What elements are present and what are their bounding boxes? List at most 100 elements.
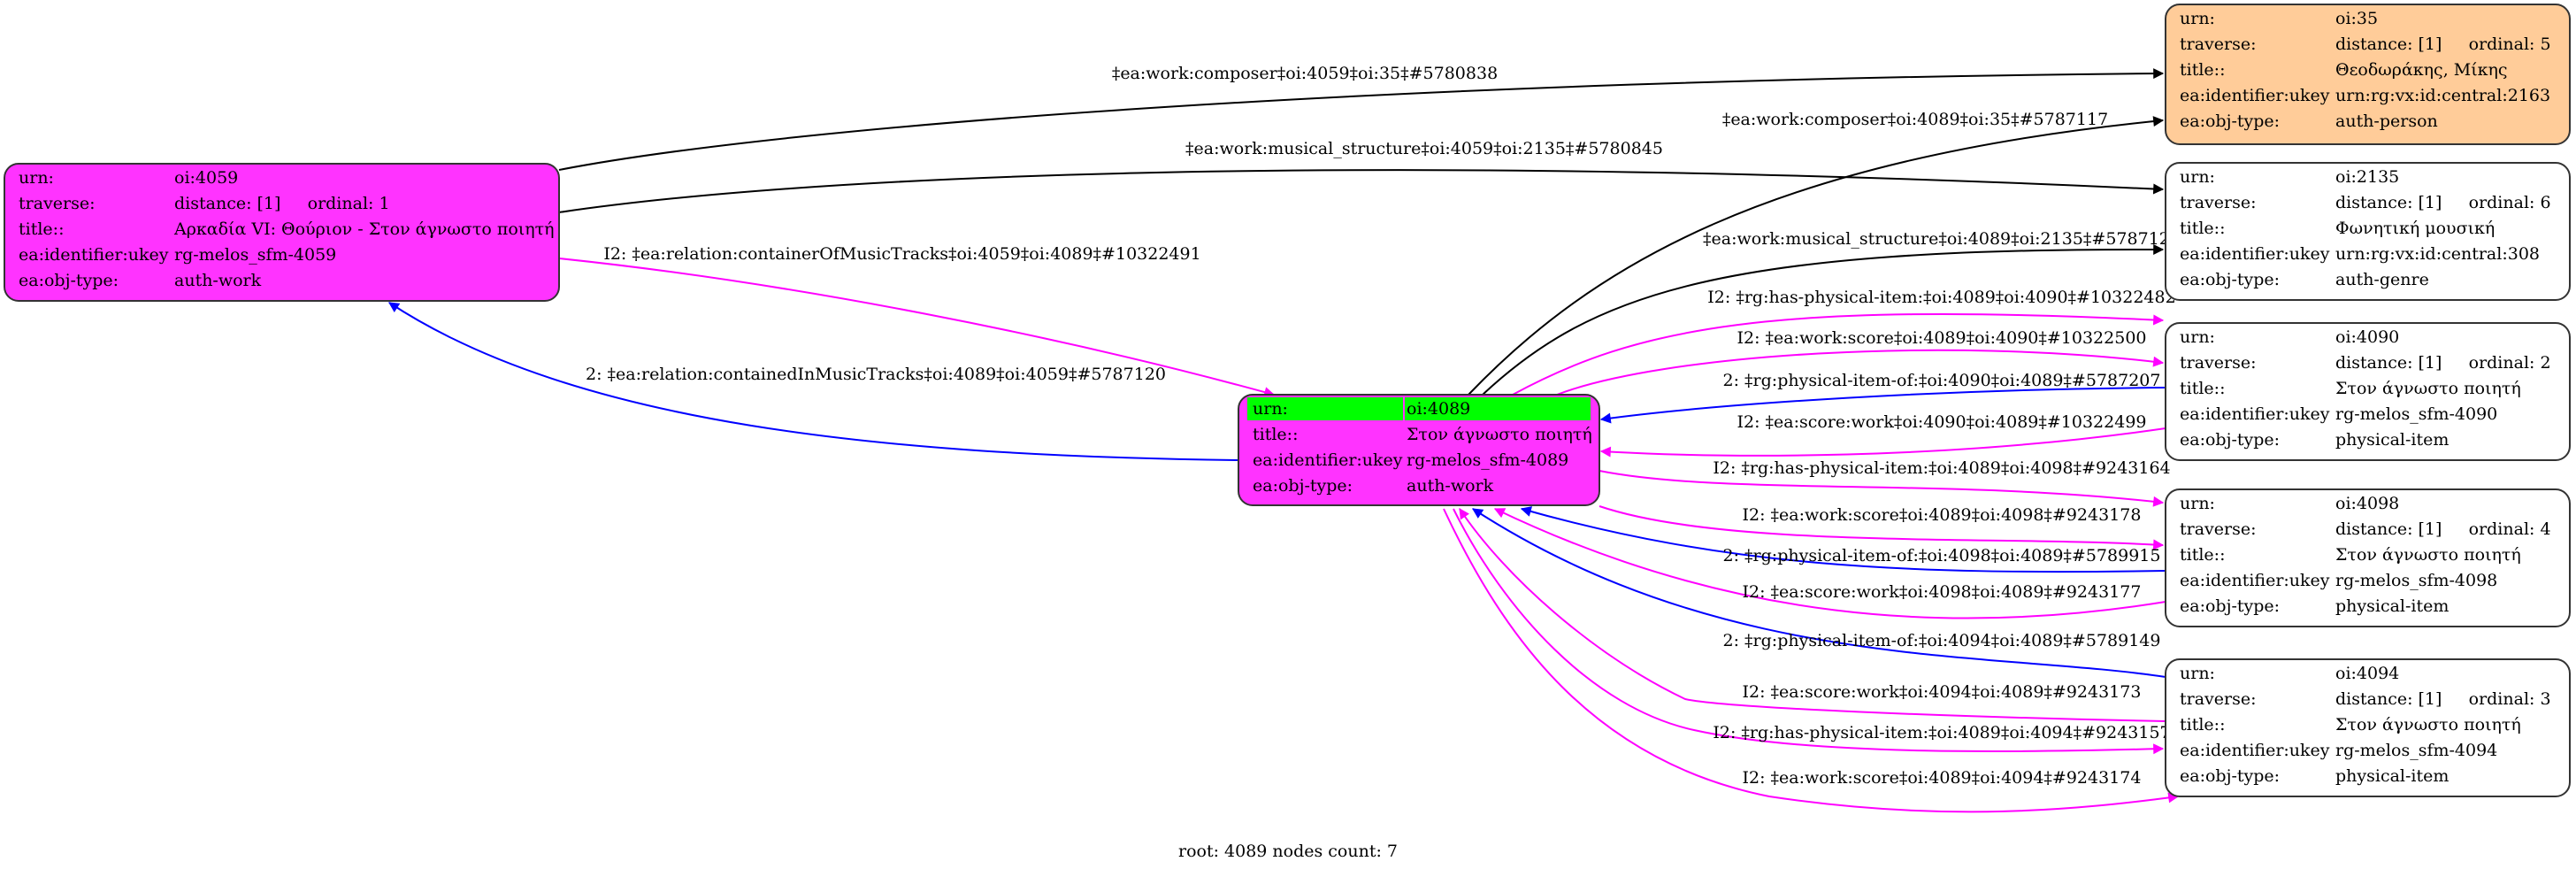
edge-4094-to-4089: 2: ‡rg:physical-item-of:‡oi:4094‡oi:4089…: [1471, 508, 2166, 678]
node-field-key: traverse:: [2180, 519, 2257, 539]
node-field-value: Στον άγνωστο ποιητή: [2335, 545, 2521, 565]
node-field-value: Στον άγνωστο ποιητή: [2335, 379, 2521, 398]
node-field-key: urn:: [2180, 167, 2215, 187]
graph-footer: root: 4089 nodes count: 7: [1178, 842, 1398, 861]
node-field-key: title::: [2180, 715, 2225, 734]
node-field-value: distance: [1] ordinal: 5: [2335, 35, 2551, 54]
edge-label: ‡ea:work:musical_structure‡oi:4089‡oi:21…: [1703, 229, 2181, 249]
node-field-key: title::: [2180, 219, 2225, 238]
edge-line: [1482, 243, 2165, 396]
node-field-key: ea:identifier:ukey: [2180, 741, 2330, 760]
node-field-value: oi:4059: [174, 168, 238, 188]
node-field-key: ea:obj-type:: [2180, 766, 2280, 786]
edge-line: [1453, 508, 2165, 755]
node-field-value: rg-melos_sfm-4059: [174, 245, 336, 265]
edge-label: I2: ‡ea:score:work‡oi:4094‡oi:4089‡#9243…: [1743, 682, 2142, 702]
node-field-value: oi:4094: [2335, 664, 2399, 683]
edge-4089-to-4094: I2: ‡ea:work:score‡oi:4089‡oi:4094‡#9243…: [1443, 508, 2180, 813]
node-field-key: traverse:: [2180, 689, 2257, 709]
edge-4089-to-4090: I2: ‡ea:work:score‡oi:4089‡oi:4090‡#1032…: [1556, 328, 2165, 396]
node-field-value: rg-melos_sfm-4090: [2335, 404, 2497, 424]
node-field-value: physical-item: [2335, 766, 2449, 786]
node-field-key: ea:obj-type:: [1253, 476, 1353, 496]
node-field-key: traverse:: [2180, 35, 2257, 54]
edge-4089-to-35: ‡ea:work:composer‡oi:4089‡oi:35‡#5787117: [1468, 110, 2165, 396]
node-field-key: title::: [1253, 425, 1298, 444]
node-field-key: title::: [19, 219, 64, 239]
edges-layer: ‡ea:work:composer‡oi:4059‡oi:35‡#5780838…: [387, 64, 2181, 813]
edge-line: [558, 169, 2165, 213]
node-field-key: ea:identifier:ukey: [2180, 86, 2330, 105]
node-field-value: oi:2135: [2335, 167, 2399, 187]
node-field-key: ea:obj-type:: [2180, 430, 2280, 450]
node-field-value: auth-person: [2335, 112, 2438, 131]
edge-label: I2: ‡rg:has-physical-item:‡oi:4089‡oi:40…: [1707, 288, 2175, 307]
edge-line: [1598, 470, 2165, 507]
edge-label: I2: ‡ea:work:score‡oi:4089‡oi:4094‡#9243…: [1743, 768, 2142, 788]
edge-line: [558, 68, 2165, 171]
node-field-value: rg-melos_sfm-4094: [2335, 741, 2497, 760]
node-field-value: urn:rg:vx:id:central:308: [2335, 244, 2540, 264]
edge-4059-to-4089: I2: ‡ea:relation:containerOfMusicTracks‡…: [558, 244, 1276, 397]
edge-line: [387, 302, 1239, 461]
edge-4089-to-4094: I2: ‡rg:has-physical-item:‡oi:4089‡oi:40…: [1453, 508, 2171, 755]
edge-4089-to-4059: 2: ‡ea:relation:containedInMusicTracks‡o…: [387, 302, 1239, 461]
node-box: [2165, 162, 2571, 301]
node-field-key: urn:: [2180, 664, 2215, 683]
node-field-key: ea:identifier:ukey: [2180, 404, 2330, 424]
edge-line: [1598, 505, 2165, 550]
edge-line: [1512, 312, 2165, 396]
edge-line: [1471, 508, 2166, 678]
node-box: [2165, 658, 2571, 797]
edge-4089-to-2135: ‡ea:work:musical_structure‡oi:4089‡oi:21…: [1482, 229, 2181, 396]
edge-4094-to-4089: I2: ‡ea:score:work‡oi:4094‡oi:4089‡#9243…: [1459, 508, 2166, 722]
node-field-value: distance: [1] ordinal: 2: [2335, 353, 2551, 373]
node-box: [2165, 488, 2571, 627]
edge-4089-to-4098: I2: ‡ea:work:score‡oi:4089‡oi:4098‡#9243…: [1598, 505, 2165, 550]
edge-label: I2: ‡rg:has-physical-item:‡oi:4089‡oi:40…: [1713, 723, 2170, 742]
node-field-key: ea:obj-type:: [2180, 270, 2280, 289]
node-field-key: ea:identifier:ukey: [2180, 571, 2330, 590]
edge-line: [1468, 116, 2165, 396]
node-field-key: title::: [2180, 379, 2225, 398]
node-field-key: ea:obj-type:: [19, 271, 119, 290]
edge-4090-to-4089: 2: ‡rg:physical-item-of:‡oi:4090‡oi:4089…: [1599, 371, 2166, 424]
node-field-value: Στον άγνωστο ποιητή: [1407, 425, 1592, 444]
edge-label: 2: ‡ea:relation:containedInMusicTracks‡o…: [586, 365, 1166, 384]
node-field-value: rg-melos_sfm-4089: [1407, 450, 1568, 470]
node-field-value: Στον άγνωστο ποιητή: [2335, 715, 2521, 734]
edge-line: [1459, 508, 2166, 722]
node-field-value: distance: [1] ordinal: 4: [2335, 519, 2551, 539]
edge-4090-to-4089: I2: ‡ea:score:work‡oi:4090‡oi:4089‡#1032…: [1599, 412, 2166, 458]
edge-label: I2: ‡ea:score:work‡oi:4090‡oi:4089‡#1032…: [1736, 412, 2146, 432]
node-field-value: oi:35: [2335, 9, 2378, 28]
node-box: [2165, 4, 2571, 145]
node-field-value: Αρκαδία VI: Θούριον - Στον άγνωστο ποιητ…: [173, 219, 555, 239]
edge-4089-to-4098: I2: ‡rg:has-physical-item:‡oi:4089‡oi:40…: [1598, 458, 2171, 507]
node-field-value: oi:4098: [2335, 494, 2399, 513]
node-oi-4094[interactable]: urn: oi:4094 traverse: distance: [1] ordina…: [2165, 658, 2571, 797]
node-box: [1238, 394, 1600, 506]
edge-line: [1599, 387, 2166, 424]
node-field-key: urn:: [19, 168, 54, 188]
node-field-value: auth-work: [174, 271, 262, 290]
node-field-key: ea:obj-type:: [2180, 596, 2280, 616]
node-field-key: ea:identifier:ukey: [19, 245, 169, 265]
edge-4098-to-4089: 2: ‡rg:physical-item-of:‡oi:4098‡oi:4089…: [1520, 506, 2166, 573]
node-field-value: urn:rg:vx:id:central:2163: [2335, 86, 2550, 105]
edge-line: [558, 258, 1276, 397]
edge-4089-to-4090: I2: ‡rg:has-physical-item:‡oi:4089‡oi:40…: [1512, 288, 2176, 396]
urn-value-highlight: [1405, 397, 1591, 420]
edge-label: 2: ‡rg:physical-item-of:‡oi:4090‡oi:4089…: [1723, 371, 2161, 390]
node-field-value: distance: [1] ordinal: 3: [2335, 689, 2551, 709]
edge-label: I2: ‡rg:has-physical-item:‡oi:4089‡oi:40…: [1713, 458, 2170, 478]
edge-line: [1443, 508, 2180, 813]
urn-key-highlight: [1247, 397, 1403, 420]
